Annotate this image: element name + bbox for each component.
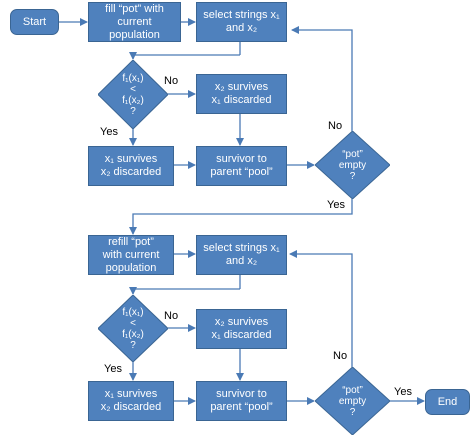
select-strings-box: select strings x₁ and x₂ xyxy=(196,2,287,42)
compare-decision-2: f₁(x₁) < f₁(x₂) ? xyxy=(98,295,168,362)
pot-empty-diamond-shape xyxy=(315,131,390,199)
compare-decision: f₁(x₁) < f₁(x₂) ? xyxy=(98,60,168,129)
arrow-select-to-compare-2 xyxy=(129,52,240,60)
compare2-line-3: f₁(x₂) xyxy=(122,328,144,340)
label-yes-empty: Yes xyxy=(327,199,345,211)
label-yes-compare: Yes xyxy=(100,126,118,138)
compare-diamond-shape-2 xyxy=(98,295,168,362)
compare2-line-1: f₁(x₁) xyxy=(122,306,144,318)
fill-pot-box: fill “pot” with current population xyxy=(88,2,181,42)
label-no-empty: No xyxy=(328,120,343,132)
pot-empty-diamond-shape-2 xyxy=(315,367,390,435)
x2-survives-box: x₂ survives x₁ discarded xyxy=(196,74,287,114)
pot-empty-line-2: empty xyxy=(338,159,367,171)
start-node: Start xyxy=(10,9,59,35)
arrow-empty2-no-loop xyxy=(289,250,353,367)
pot-empty2-line-1: “pot” xyxy=(342,384,363,396)
label-no-empty-2: No xyxy=(333,350,348,362)
label-yes-compare-2: Yes xyxy=(104,363,122,375)
label-yes-empty-2: Yes xyxy=(394,386,412,398)
pot-empty-decision: “pot” empty ? xyxy=(315,131,390,199)
pot-empty2-line-3: ? xyxy=(349,406,356,418)
compare-line-1: f₁(x₁) xyxy=(122,72,144,84)
compare-line-3: f₁(x₂) xyxy=(122,94,144,106)
compare-line-4: ? xyxy=(130,105,136,117)
refill-pot-box: refill “pot” with current population xyxy=(88,235,174,275)
survivor-to-pool-box: survivor to parent “pool” xyxy=(196,146,287,186)
pot-empty-line-3: ? xyxy=(349,170,356,182)
arrow-empty-yes xyxy=(129,199,353,235)
compare-line-2: < xyxy=(130,83,136,95)
x1-survives-box-2: x₁ survives x₂ discarded xyxy=(88,381,174,421)
label-no-compare-2: No xyxy=(164,310,179,322)
x2-survives-box-2: x₂ survives x₁ discarded xyxy=(196,309,287,349)
compare-diamond-shape xyxy=(98,60,168,129)
survivor-to-pool-box-2: survivor to parent “pool” xyxy=(196,381,287,421)
compare2-line-4: ? xyxy=(130,339,136,351)
pot-empty-line-1: “pot” xyxy=(342,148,363,160)
arrow-empty-no-loop xyxy=(291,26,353,131)
pot-empty2-line-2: empty xyxy=(338,395,367,407)
label-no-compare: No xyxy=(164,75,179,87)
arrow-select2-to-compare-2 xyxy=(129,287,240,295)
compare2-line-2: < xyxy=(130,317,136,329)
pot-empty-decision-2: “pot” empty ? xyxy=(315,367,390,435)
select-strings-box-2: select strings x₁ and x₂ xyxy=(196,235,287,275)
x1-survives-box: x₁ survives x₂ discarded xyxy=(88,146,174,186)
end-node: End xyxy=(425,389,470,415)
